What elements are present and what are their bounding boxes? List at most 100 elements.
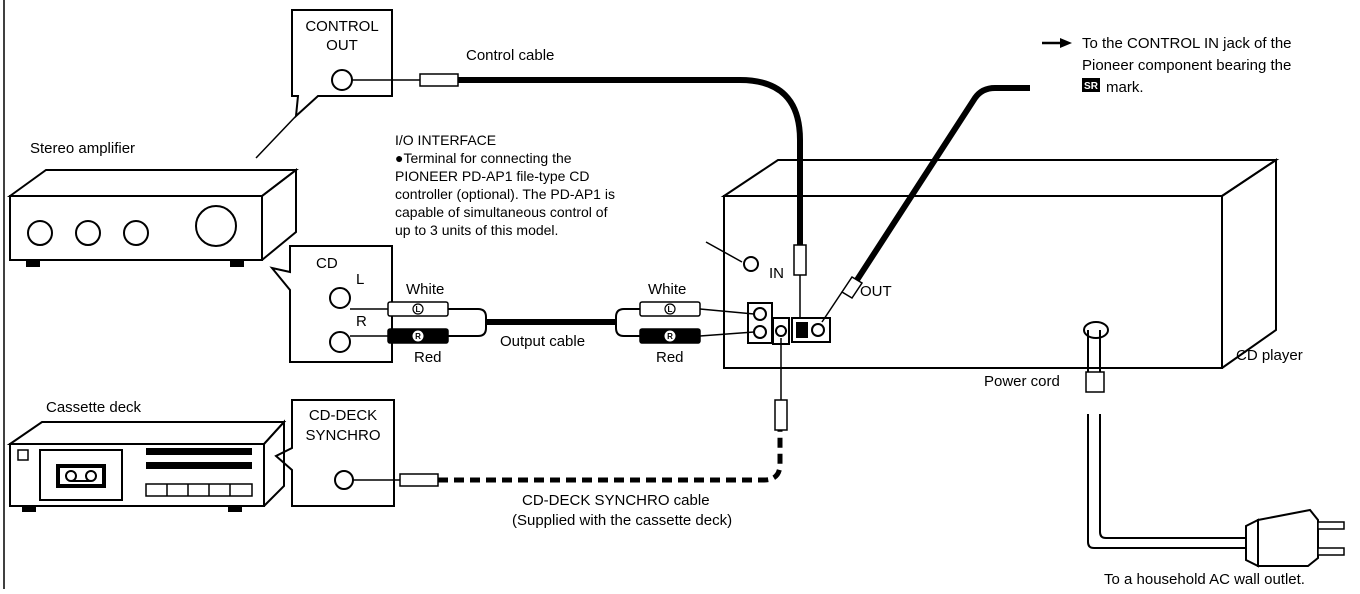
wall-outlet-label: To a household AC wall outlet.: [1104, 571, 1305, 588]
in-label: IN: [769, 265, 784, 282]
io-line5: up to 3 units of this model.: [395, 222, 558, 238]
io-line2: PIONEER PD-AP1 file-type CD: [395, 168, 590, 184]
synchro-cable: CD-DECK SYNCHRO cable (Supplied with the…: [353, 338, 788, 529]
synchro-line2: SYNCHRO: [305, 427, 380, 444]
amplifier-foot: [230, 260, 244, 267]
plug-l-badge: [412, 303, 424, 315]
deck-top: [6, 421, 287, 445]
control-in-line2: Pioneer component bearing the: [1082, 57, 1291, 74]
amplifier-title: Stereo amplifier: [30, 140, 135, 157]
transport-buttons: [145, 483, 253, 497]
callout-box: [274, 399, 395, 507]
cd-l-jack: [329, 287, 351, 309]
deck-side: [263, 419, 285, 507]
cd-r-jack: [329, 331, 351, 353]
output-l-jack: [753, 307, 767, 321]
callout-box: [291, 9, 393, 119]
player-back-panel: [723, 195, 1223, 369]
control-out-jack: [331, 69, 353, 91]
cord-break-mark: [1085, 371, 1105, 393]
control-cable-label: Control cable: [466, 47, 554, 64]
knob-icon: [123, 220, 149, 246]
amplifier-top: [6, 169, 299, 197]
plug-body: [774, 399, 788, 431]
control-cable: Control cable: [352, 47, 803, 245]
red-label-left: Red: [414, 349, 442, 366]
control-out-line2: OUT: [326, 37, 358, 54]
synchro-line1: CD-DECK: [309, 407, 377, 424]
amplifier-foot: [26, 260, 40, 267]
output-r-jack: [753, 325, 767, 339]
sr-mark-text: SR: [1084, 81, 1099, 92]
output-cable-label: Output cable: [500, 333, 585, 350]
synchro-callout: CD-DECK SYNCHRO: [274, 399, 395, 507]
power-switch-icon: [17, 449, 29, 461]
volume-knob-icon: [195, 205, 237, 247]
power-cord: Power cord To a household AC wall outlet…: [984, 321, 1345, 588]
plug-l-badge: [664, 303, 676, 315]
plug-l-text: L: [668, 305, 673, 314]
amplifier-front: [9, 195, 263, 261]
cassette-title: Cassette deck: [46, 399, 142, 416]
synchro-jack: [775, 325, 787, 337]
cassette-door: [39, 449, 123, 501]
cable-wire: [699, 308, 755, 315]
r-label: R: [356, 313, 367, 330]
synchro-deck-jack: [334, 470, 354, 490]
deck-front: [9, 443, 265, 507]
plug-l-text: L: [416, 305, 421, 314]
plug-tip: [821, 291, 843, 323]
synchro-cable-line1: CD-DECK SYNCHRO cable: [522, 492, 710, 509]
io-title: I/O INTERFACE: [395, 132, 496, 148]
control-jack-panel: [791, 317, 831, 343]
knob-icon: [75, 220, 101, 246]
cd-player: CD player IN OUT: [720, 85, 1303, 369]
cable-split: [448, 308, 487, 337]
l-label: L: [356, 271, 364, 288]
synchro-cable-line2: (Supplied with the cassette deck): [512, 512, 732, 529]
cable-wire-dashed: [438, 430, 783, 483]
control-in-line3: mark.: [1106, 79, 1144, 96]
cable-wire: [699, 331, 755, 337]
plug-body: [793, 244, 807, 276]
io-interface-jack: [743, 256, 759, 272]
plug-body: [419, 73, 459, 87]
player-side: [1221, 158, 1277, 369]
plug-r-badge: [412, 330, 424, 342]
control-out-jack-player: [811, 323, 825, 337]
control-out-callout: CONTROL OUT: [255, 9, 393, 159]
power-cord-label: Power cord: [984, 373, 1060, 390]
callout-leader: [255, 115, 297, 159]
deck-foot: [228, 506, 242, 512]
white-label-left: White: [406, 281, 444, 298]
cd-label: CD: [316, 255, 338, 272]
plug-body: [399, 473, 439, 487]
cd-input-callout: CD L R: [269, 245, 393, 363]
io-line4: capable of simultaneous control of: [395, 204, 608, 220]
io-line3: controller (optional). The PD-AP1 is: [395, 186, 615, 202]
red-label-right: Red: [656, 349, 684, 366]
deck-meter: [146, 448, 252, 455]
white-label-right: White: [648, 281, 686, 298]
control-in-note: To the CONTROL IN jack of the Pioneer co…: [1042, 35, 1292, 96]
plug-r-badge: [664, 330, 676, 342]
cassette-deck: Cassette deck: [6, 399, 287, 512]
stereo-amplifier: Stereo amplifier: [6, 140, 299, 267]
control-in-jack: [796, 322, 808, 338]
deck-foot: [22, 506, 36, 512]
plug-r-text: R: [667, 332, 673, 341]
cord-wire: [1087, 414, 1268, 549]
cable-split: [615, 308, 672, 337]
player-title: CD player: [1236, 347, 1303, 364]
sr-mark-icon: [1082, 78, 1100, 92]
cable-wire-thick: [458, 77, 803, 245]
cassette-tape-icon: [56, 464, 106, 488]
arrow-right-icon: [1060, 38, 1072, 48]
output-cable: L R L R White White Red Red Output cable: [350, 281, 755, 366]
player-top: [720, 159, 1280, 197]
cord-wire: [1099, 414, 1262, 539]
amplifier-side: [261, 167, 297, 261]
callout-box: [269, 245, 393, 363]
